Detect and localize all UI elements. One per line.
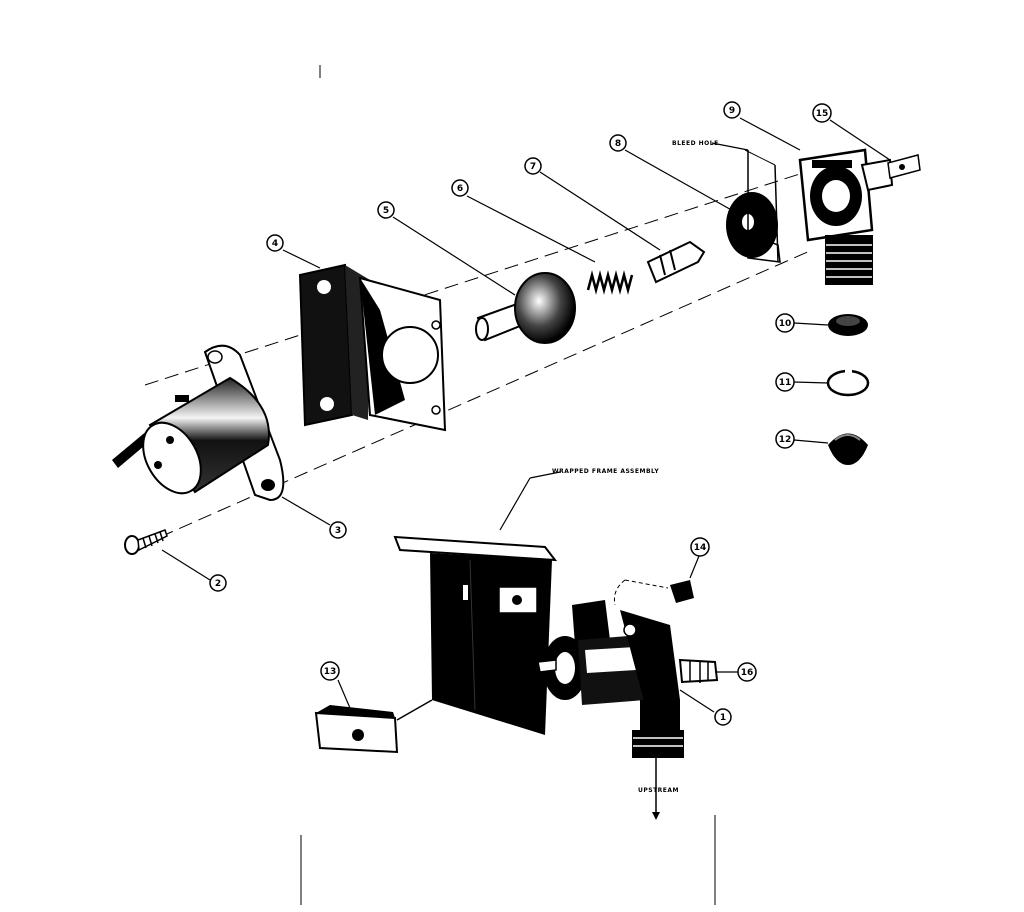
scan-marks	[300, 65, 716, 905]
mounting-bracket-part-4	[298, 263, 447, 432]
spring-part-6	[586, 270, 634, 295]
callout-12-label: 12	[779, 435, 792, 445]
assembly-axis-lines	[144, 169, 813, 538]
callout-15: 15	[812, 103, 832, 123]
callout-1: 1	[714, 708, 732, 726]
callout-9: 9	[723, 101, 741, 119]
wrapped-frame-assembly	[393, 535, 558, 735]
cap-part-12	[828, 433, 868, 465]
callout-13: 13	[320, 661, 340, 681]
callout-3: 3	[329, 521, 347, 539]
callouts: 1 2 3 4 5 6 7 8 9 10 11 12 13 14 15 16	[209, 101, 832, 726]
callout-6: 6	[451, 179, 469, 197]
callout-13-label: 13	[324, 667, 337, 677]
callout-15-label: 15	[816, 109, 829, 119]
clip-part-15	[887, 154, 921, 179]
retaining-ring-part-11	[826, 368, 870, 397]
callout-16: 16	[737, 662, 757, 682]
callout-7-label: 7	[530, 162, 536, 172]
callout-7: 7	[524, 157, 542, 175]
screw-part-2	[124, 529, 168, 555]
leader-lines	[161, 117, 891, 713]
pin-part-7	[646, 240, 706, 284]
callout-2: 2	[209, 574, 227, 592]
callout-1-label: 1	[720, 713, 726, 723]
callout-8: 8	[609, 134, 627, 152]
wrapped-frame-label: WRAPPED FRAME ASSEMBLY	[552, 468, 659, 475]
callout-10-label: 10	[779, 319, 792, 329]
callout-8-label: 8	[615, 139, 621, 149]
callout-11-label: 11	[779, 378, 792, 388]
assembled-valve	[537, 579, 719, 820]
bracket-clip-part-13	[314, 699, 433, 754]
callout-11: 11	[775, 372, 795, 392]
callout-14-label: 14	[694, 543, 707, 553]
callout-12: 12	[775, 429, 795, 449]
upstream-label: UPSTREAM	[638, 787, 679, 794]
plunger-part-5	[475, 272, 576, 344]
callout-3-label: 3	[335, 526, 341, 536]
callout-4: 4	[266, 234, 284, 252]
callout-9-label: 9	[729, 106, 735, 116]
callout-5: 5	[377, 201, 395, 219]
washer-part-10	[828, 314, 868, 336]
callout-4-label: 4	[272, 239, 278, 249]
callout-2-label: 2	[215, 579, 221, 589]
callout-6-label: 6	[457, 184, 463, 194]
valve-body-part-9	[798, 148, 894, 285]
callout-5-label: 5	[383, 206, 389, 216]
solenoid-coil-part-3	[112, 344, 285, 502]
callout-10: 10	[775, 313, 795, 333]
diaphragm-part-8	[726, 149, 781, 263]
bleed-hole-label: BLEED HOLE	[672, 140, 719, 147]
callout-14: 14	[690, 537, 710, 557]
callout-16-label: 16	[741, 668, 754, 678]
